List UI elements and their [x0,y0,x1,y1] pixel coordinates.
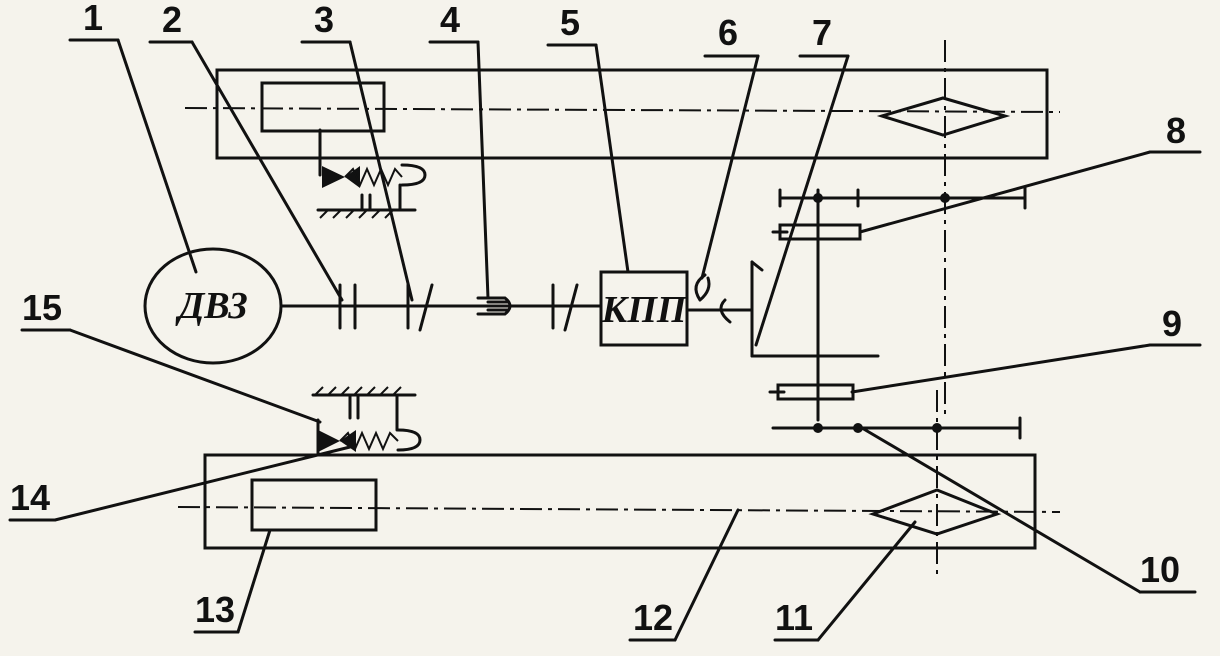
upper-brake-mechanism [316,128,427,219]
callout-7: 7 [812,12,832,53]
callout-3: 3 [314,0,334,40]
gearbox-label: КПП [601,289,688,331]
callout-9: 9 [1162,303,1182,344]
callout-6: 6 [718,12,738,53]
lower-brake-mechanism [311,386,422,457]
callout-numbers: 1 2 3 4 5 6 7 8 9 10 11 12 13 14 15 [10,0,1186,638]
callout-11: 11 [775,597,813,638]
lower-drive-sprocket [868,488,1002,536]
callout-8: 8 [1166,110,1186,151]
callout-13: 13 [195,589,235,630]
callout-10: 10 [1140,549,1180,590]
leader-lines [8,38,1202,642]
engine-label: ДВЗ [175,285,247,327]
callout-4: 4 [440,0,460,40]
main-drivetrain [143,247,754,365]
callout-1: 1 [83,0,103,38]
lower-track-frame [177,453,1061,550]
callout-12: 12 [633,597,673,638]
upper-track-frame [184,68,1061,160]
callout-2: 2 [162,0,182,40]
callout-15: 15 [22,287,62,328]
upper-drive-sprocket [876,96,1011,137]
callout-5: 5 [560,2,580,43]
callout-14: 14 [10,477,50,518]
